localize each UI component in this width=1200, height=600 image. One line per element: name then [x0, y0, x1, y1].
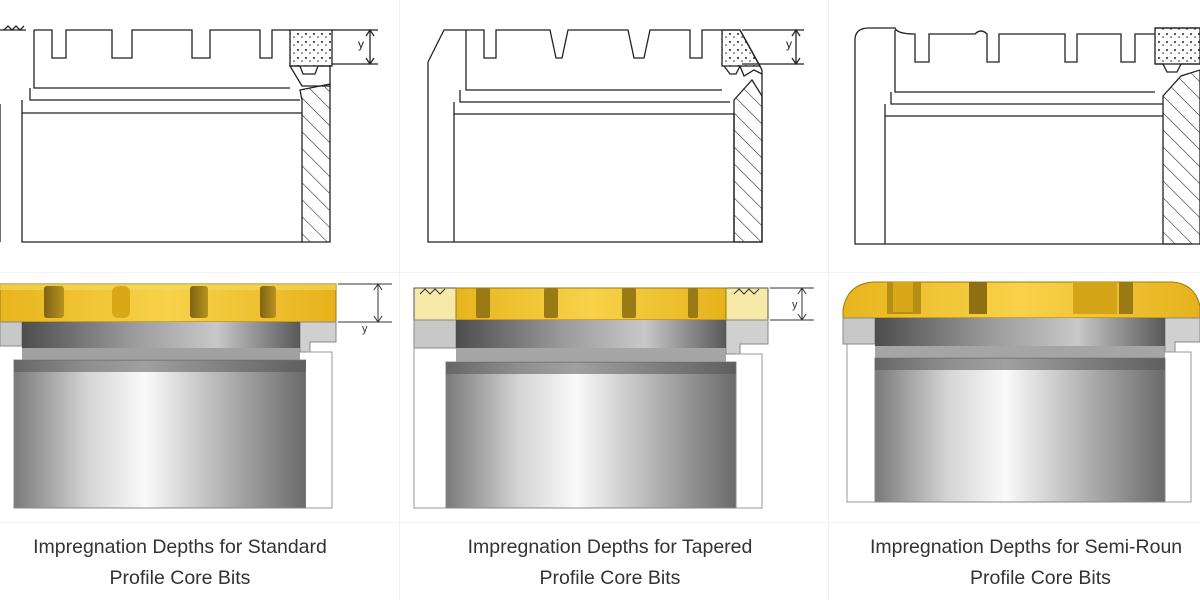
dimension-label: y: [792, 299, 798, 311]
tapered-line-drawing: y: [400, 0, 828, 272]
caption-line: Profile Core Bits: [970, 567, 1111, 589]
semi-round-render: [829, 272, 1200, 522]
dimension-label: y: [358, 37, 364, 51]
figure-caption: Impregnation Depths for Tapered Profile …: [400, 532, 820, 596]
figure-caption: Impregnation Depths for Standard Profile…: [0, 532, 360, 596]
caption-line: Profile Core Bits: [109, 567, 251, 589]
row-divider: [0, 272, 1200, 273]
column-divider: [399, 0, 400, 600]
figure-caption: Impregnation Depths for Semi-Roun Profil…: [829, 532, 1200, 596]
tapered-render: y: [400, 272, 828, 522]
semi-round-line-drawing: [829, 0, 1200, 272]
column-divider: [828, 0, 829, 600]
row-divider: [0, 522, 1200, 523]
caption-line: Impregnation Depths for Standard: [33, 536, 327, 558]
dimension-label: y: [786, 37, 792, 51]
caption-line: Impregnation Depths for Semi-Roun: [870, 536, 1183, 558]
standard-render: y: [0, 272, 399, 522]
dimension-label: y: [362, 323, 368, 335]
caption-line: Profile Core Bits: [539, 567, 681, 589]
standard-line-drawing: y: [0, 0, 399, 272]
caption-line: Impregnation Depths for Tapered: [467, 536, 753, 558]
